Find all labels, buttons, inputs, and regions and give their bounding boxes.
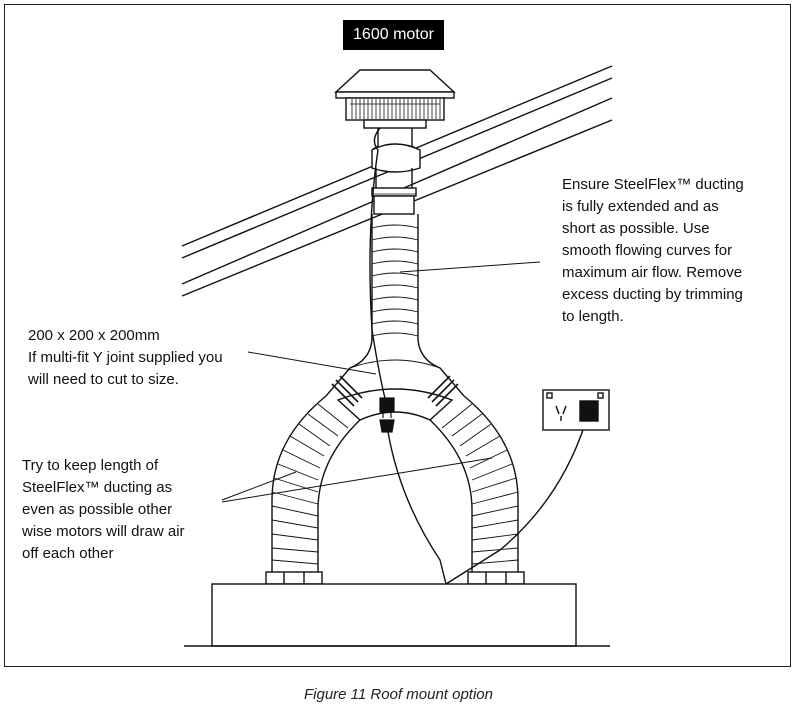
ducting-note-line: maximum air flow. Remove [562, 264, 743, 281]
vertical-ducting [371, 214, 419, 340]
y-joint-note-line: If multi-fit Y joint supplied you [28, 349, 223, 366]
leader-lines [221, 261, 541, 503]
ducting-note-line: Ensure SteelFlex™ ducting [562, 176, 744, 193]
right-branch-ducting [429, 395, 525, 585]
length-note-line: even as possible other [22, 501, 173, 518]
ducting-note-line: excess ducting by trimming [562, 286, 743, 303]
y-joint-note-line: 200 x 200 x 200mm [28, 327, 160, 344]
hose-clamp [371, 187, 417, 215]
length-note-line: off each other [22, 545, 114, 562]
roof-cowl-motor [334, 69, 456, 151]
ducting-note: Ensure SteelFlex™ ducting is fully exten… [562, 174, 744, 328]
motor-label: 1600 motor [343, 20, 444, 50]
length-note-line: Try to keep length of [22, 457, 159, 474]
length-note-line: SteelFlex™ ducting as [22, 479, 173, 496]
power-cords [369, 127, 586, 585]
ducting-note-line: to length. [562, 308, 624, 325]
ducting-note-line: smooth flowing curves for [562, 242, 733, 259]
y-joint [325, 339, 465, 421]
left-branch-ducting [265, 395, 361, 585]
y-joint-note: 200 x 200 x 200mm If multi-fit Y joint s… [28, 325, 223, 391]
length-note: Try to keep length of SteelFlex™ ducting… [22, 455, 185, 565]
figure-caption: Figure 11 Roof mount option [303, 686, 493, 703]
power-outlet [542, 389, 610, 431]
plug-connector [379, 397, 395, 433]
ducting-note-line: short as possible. Use [562, 220, 710, 237]
roof-flashing [371, 143, 421, 190]
ducting-note-line: is fully extended and as [562, 198, 719, 215]
figure-frame [4, 4, 791, 667]
length-note-line: wise motors will draw air [22, 523, 185, 540]
rangehood-body [184, 583, 610, 647]
y-joint-note-line: will need to cut to size. [28, 371, 179, 388]
